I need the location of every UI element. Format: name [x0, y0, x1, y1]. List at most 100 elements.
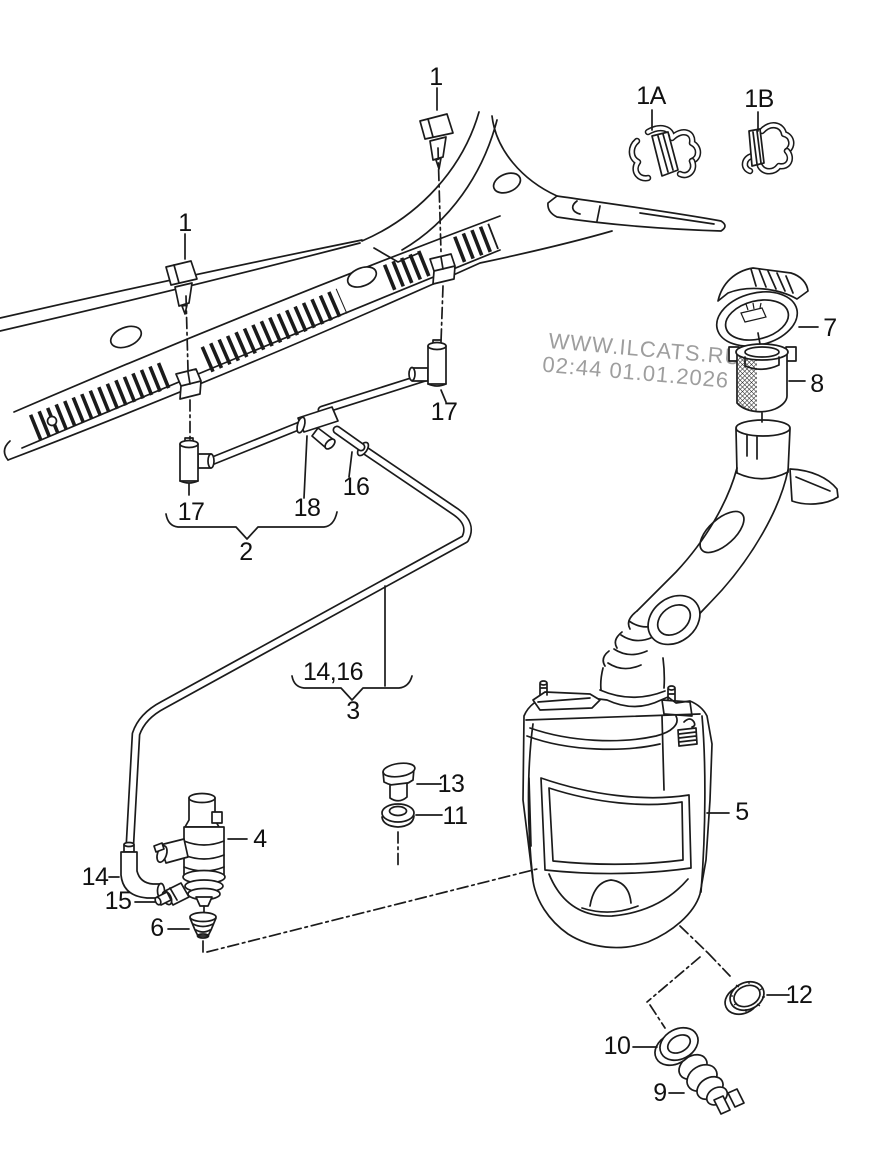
stud-lines [539, 683, 548, 696]
tank-recess-inner [548, 787, 684, 866]
callout-9[interactable]: 9 [653, 1079, 667, 1107]
callout-8[interactable]: 8 [810, 370, 824, 398]
hose-clip-1a [628, 124, 702, 182]
hose-a-inner [319, 374, 429, 413]
centerline-1-left [185, 295, 191, 500]
callout-5[interactable]: 5 [735, 798, 749, 826]
grommet6-tip [196, 933, 210, 939]
grommet-6 [189, 911, 217, 939]
neck-bottom-arc [736, 471, 789, 480]
neck-wall [735, 428, 791, 474]
callout-17-left[interactable]: 17 [178, 498, 205, 526]
callout-1-top[interactable]: 1 [429, 63, 443, 91]
callout-6[interactable]: 6 [150, 914, 164, 942]
cowl-oval-hole-right [346, 266, 378, 288]
washer-pump [153, 792, 226, 915]
callout-labels: 1 1 1A 1B 2 3 4 5 6 7 8 9 10 11 12 13 14… [82, 63, 838, 1107]
tank-step [661, 715, 665, 791]
neck-mid-oval [699, 510, 745, 554]
cowl-bottom-lip [7, 230, 613, 461]
leader-17-right [440, 389, 447, 403]
callout-11[interactable]: 11 [443, 802, 468, 830]
bracket-2 [165, 511, 338, 540]
a-pillar-outer [361, 111, 480, 242]
hose-guide-ring [647, 594, 701, 646]
hose-b-inner [209, 423, 302, 464]
callout-13[interactable]: 13 [438, 770, 465, 798]
callout-17-right[interactable]: 17 [431, 398, 458, 426]
cowl-panel [0, 111, 726, 461]
leader-lines [108, 87, 819, 1094]
nozzle-body [419, 113, 454, 140]
grommet11-inner [388, 805, 408, 817]
cowl-crease [373, 247, 420, 263]
callout-2[interactable]: 2 [239, 538, 253, 566]
callout-7[interactable]: 7 [823, 314, 837, 342]
vent-slat-strip [200, 288, 348, 373]
callout-14[interactable]: 14 [82, 863, 110, 891]
strainer-top-inner [744, 346, 780, 358]
strainer-mesh [738, 354, 757, 412]
tab-body [677, 727, 698, 747]
elbow-top-cap [427, 341, 447, 351]
a-pillar-inner [401, 119, 498, 251]
elbow14-stub-cap [123, 841, 135, 848]
pump-tab [211, 811, 223, 824]
plug13-cap [382, 762, 416, 778]
callout-14-16[interactable]: 14,16 [303, 658, 364, 686]
tank-recess-outer [540, 777, 692, 875]
elbow-17-left [179, 437, 215, 484]
callout-18[interactable]: 18 [294, 494, 321, 522]
pump-side-nub [153, 842, 165, 853]
tank-left-face [527, 723, 534, 881]
callout-12[interactable]: 12 [786, 981, 813, 1009]
neck-bottom-edges [599, 657, 666, 691]
filler-neck [599, 419, 839, 699]
mounted-nozzle-left [175, 368, 202, 400]
cap12-rim [733, 984, 761, 1008]
grommet-10 [654, 1026, 699, 1067]
elbow-bottom-arc [427, 383, 447, 387]
callout-4[interactable]: 4 [253, 825, 268, 853]
callout-3[interactable]: 3 [346, 697, 360, 725]
tank-right-face [700, 715, 706, 893]
plug13-stem [389, 782, 408, 802]
callout-16[interactable]: 16 [343, 473, 370, 501]
tank-top-swoosh [529, 715, 678, 742]
icon-windshield [740, 307, 767, 323]
filler-cap [715, 267, 809, 347]
cowl-oval-hole-left [109, 325, 143, 349]
callout-1a[interactable]: 1A [636, 82, 667, 110]
elbow-body [179, 443, 199, 482]
tab-hook [683, 718, 696, 728]
nozzle-crease [427, 118, 434, 138]
plug-13 [382, 762, 416, 802]
pump-top-cap [188, 792, 216, 804]
callout-10[interactable]: 10 [604, 1032, 631, 1060]
elbow-17-right [408, 339, 447, 387]
sensor-prong-1 [713, 1095, 731, 1115]
cowl-arm [547, 195, 726, 232]
stud-cap [539, 680, 548, 686]
leader-16 [348, 451, 353, 478]
neck-corrugations [607, 620, 660, 670]
callout-15[interactable]: 15 [105, 887, 132, 915]
level-sensor-9 [678, 1053, 745, 1115]
cap-grip-ribs [750, 268, 794, 294]
mounted-nozzle-right-detail [440, 256, 444, 270]
long-hose-inner [127, 446, 471, 846]
connector15-seam [169, 887, 178, 901]
clip-wire-inner [630, 139, 650, 180]
sealing-cap-12 [724, 980, 765, 1016]
callout-1-left[interactable]: 1 [178, 209, 192, 237]
clip-wire-inner [646, 126, 700, 163]
cowl-left-tip [3, 440, 11, 461]
brackets [165, 511, 413, 701]
callout-1b[interactable]: 1B [744, 85, 774, 113]
clip-wire-inner [678, 159, 695, 177]
pillar-hole [492, 172, 522, 194]
hose-guide-ring-inner [656, 604, 692, 636]
neck-wing-bracket [789, 468, 839, 505]
elbow-body [427, 345, 447, 385]
